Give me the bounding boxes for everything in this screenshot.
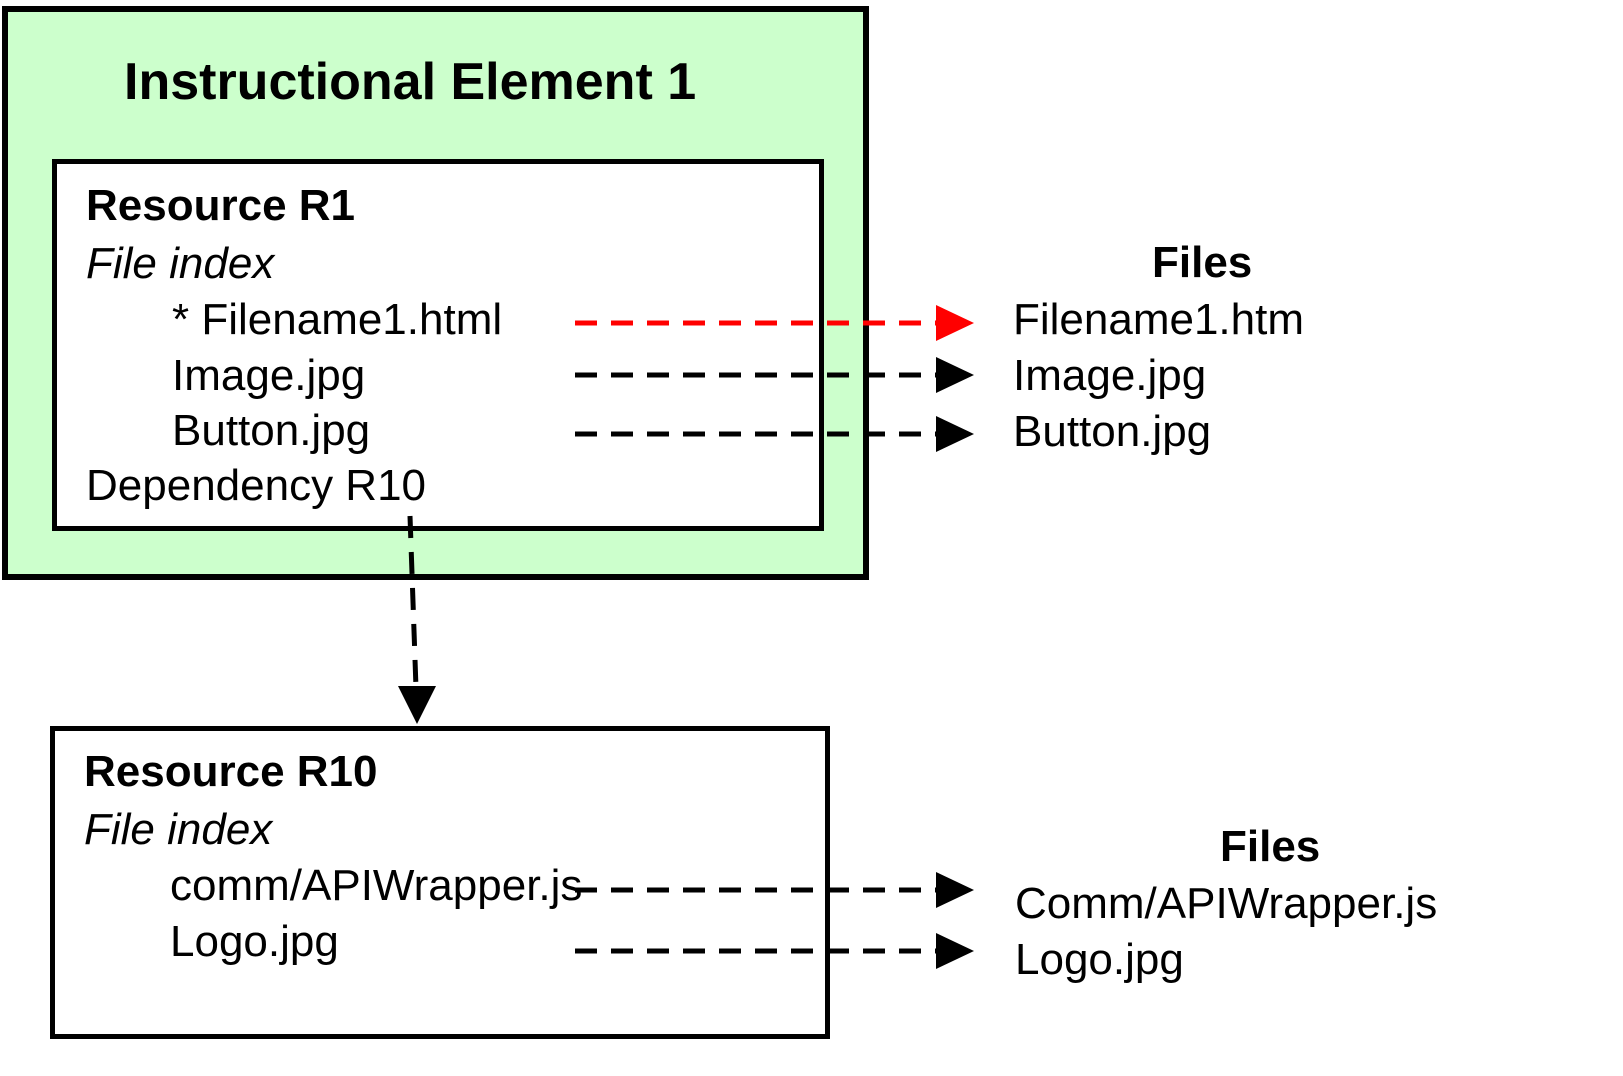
resource-r10-file-1: comm/APIWrapper.js	[170, 861, 583, 910]
files-r1-item-2: Image.jpg	[1013, 351, 1207, 400]
resource-r10-file-index-label: File index	[84, 805, 273, 854]
files-r10-item-1: Comm/APIWrapper.js	[1015, 879, 1438, 928]
resource-r1-file-3: Button.jpg	[172, 406, 371, 455]
resource-r1-file-index-label: File index	[86, 239, 275, 288]
arrowhead-image	[936, 357, 974, 393]
resource-r10-box	[50, 726, 830, 1039]
files-r1-header: Files	[1152, 238, 1253, 287]
resource-r1-dependency: Dependency R10	[86, 461, 427, 510]
files-r10-header: Files	[1220, 822, 1321, 871]
resource-r1-box	[52, 159, 824, 531]
resource-r1-file-2: Image.jpg	[172, 351, 366, 400]
arrowhead-logo	[936, 933, 974, 969]
arrowhead-apiwrapper	[936, 872, 974, 908]
files-r10-item-2: Logo.jpg	[1015, 935, 1184, 984]
resource-r1-title: Resource R1	[86, 181, 356, 230]
link-dependency	[407, 515, 419, 689]
resource-r10-file-2: Logo.jpg	[170, 917, 339, 966]
arrowhead-button	[936, 416, 974, 452]
arrowhead-filename1	[936, 305, 974, 341]
files-r1-item-3: Button.jpg	[1013, 407, 1212, 456]
files-r1-item-1: Filename1.htm	[1013, 295, 1305, 344]
resource-r10-title: Resource R10	[84, 747, 378, 796]
arrowhead-dependency	[398, 686, 436, 724]
resource-r1-file-1: * Filename1.html	[172, 295, 503, 344]
instructional-element-title: Instructional Element 1	[124, 53, 697, 111]
